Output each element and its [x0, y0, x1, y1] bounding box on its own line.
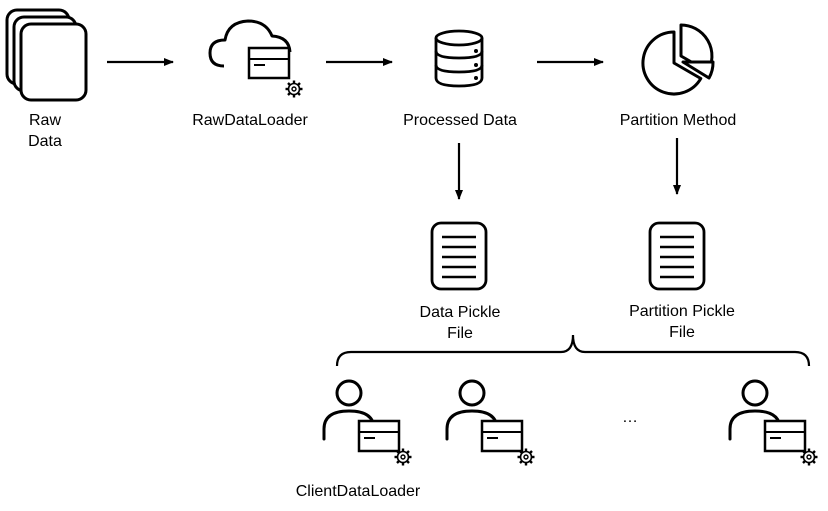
raw-data-label-line1: Raw: [28, 112, 61, 129]
client-icon-3: [730, 381, 818, 466]
cloud-with-loader-gear-icon: [208, 19, 304, 99]
data-pickle-file-label-line2: File: [447, 325, 473, 342]
client-data-loader-label: ClientDataLoader: [295, 483, 421, 500]
partition-pickle-file-icon: [648, 221, 706, 291]
raw-data-label: Raw Data: [14, 110, 76, 152]
partition-pickle-file-label: Partition Pickle File: [594, 301, 770, 343]
pie-chart-icon: [641, 23, 715, 96]
stacked-documents-icon: [5, 8, 88, 102]
partition-pickle-file-label-line2: File: [669, 324, 695, 341]
data-pickle-file-label: Data Pickle File: [385, 302, 535, 344]
data-pickle-file-icon: [430, 221, 488, 291]
clients-ellipsis: …: [622, 409, 638, 426]
curly-brace: [335, 334, 811, 367]
raw-data-label-line2: Data: [28, 133, 62, 150]
processed-data-label: Processed Data: [403, 112, 517, 129]
client-icon-1: [324, 381, 412, 466]
partition-pickle-file-label-line1: Partition Pickle: [629, 303, 735, 320]
data-pickle-file-label-line1: Data Pickle: [419, 304, 501, 321]
raw-data-loader-label: RawDataLoader: [192, 112, 308, 129]
database-icon: [434, 29, 484, 88]
partition-method-label: Partition Method: [619, 112, 737, 129]
client-icon-2: [447, 381, 535, 466]
